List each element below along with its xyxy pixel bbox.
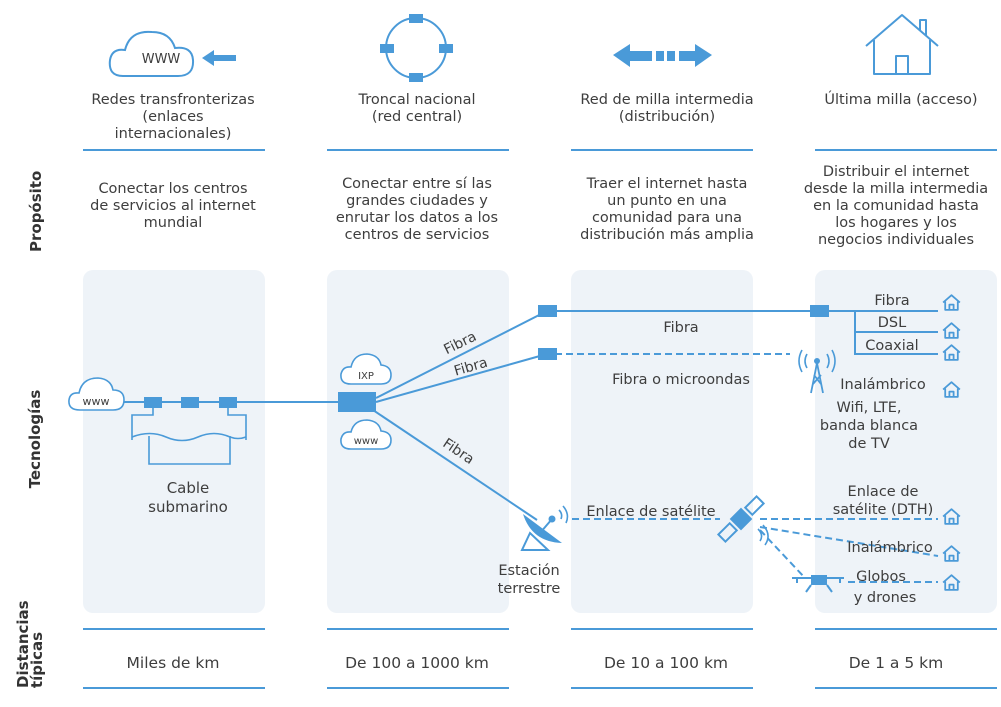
satellite-dish-icon	[520, 505, 569, 551]
lm-wifi-line2: banda blanca	[820, 418, 918, 434]
purpose-3-line1: Traer el internet hasta	[586, 176, 748, 192]
panel-3	[571, 270, 753, 613]
cloud-www-text: www	[83, 395, 110, 408]
distance-1: Miles de km	[126, 654, 220, 672]
purpose-3-line3: comunidad para una	[591, 210, 743, 226]
purpose-4-line4: los hogares y los	[835, 215, 957, 231]
purpose-2-line1: Conectar entre sí las	[342, 176, 492, 192]
purpose-1: Conectar los centros de servicios al int…	[68, 181, 278, 232]
purpose-2: Conectar entre sí las grandes ciudades y…	[312, 176, 522, 244]
column-title-1: Redes transfronterizas (enlaces internac…	[68, 92, 278, 143]
column-title-3-line2: (distribución)	[618, 109, 716, 125]
purpose-4: Distribuir el internet desde la milla in…	[796, 164, 996, 249]
purpose-4-line2: desde la milla intermedia	[803, 181, 989, 197]
last-mile: Fibra DSL Coaxial Inalámbrico Wifi, LTE,…	[759, 293, 961, 606]
lm-fibra-label: Fibra	[874, 293, 909, 309]
ixp-router-icon	[338, 392, 376, 412]
cable-label-line1: Cable	[167, 479, 210, 497]
middle-mile: Fibra Fibra o microondas Estación terres…	[498, 305, 820, 597]
cloud-ixp-icon	[340, 353, 392, 385]
satellite-link-label: Enlace de satélite	[586, 504, 715, 520]
column-title-1-line2: (enlaces	[142, 109, 204, 125]
purpose-4-line3: en la comunidad hasta	[813, 198, 979, 214]
column-title-3-line1: Red de milla intermedia	[580, 92, 754, 108]
column-title-4: Última milla (acceso)	[796, 92, 1001, 109]
satellite-icon	[716, 494, 766, 544]
lm-inalambrico2-label: Inalámbrico	[847, 540, 933, 556]
column-title-2-line2: (red central)	[371, 109, 463, 125]
lm-globos-line2: y drones	[854, 590, 917, 606]
cloud-ixp-text: IXP	[358, 371, 374, 382]
drone-icon	[792, 575, 844, 593]
purpose-4-line5: negocios individuales	[817, 232, 975, 248]
purpose-3: Traer el internet hasta un punto en una …	[552, 176, 782, 244]
column-title-2-line1: Troncal nacional	[358, 92, 476, 108]
arrow-left-icon	[202, 50, 236, 66]
distance-3: De 10 a 100 km	[603, 654, 729, 672]
cable-label-line2: submarino	[148, 498, 228, 516]
purpose-2-line4: centros de servicios	[344, 227, 490, 243]
purpose-1-line3: mundial	[143, 215, 203, 231]
lm-coaxial-label: Coaxial	[865, 338, 918, 354]
lm-globos-line1: Globos	[856, 569, 906, 585]
lm-dth-line2: satélite (DTH)	[833, 502, 934, 518]
lm-wifi-line1: Wifi, LTE,	[836, 400, 901, 416]
purpose-2-line3: enrutar los datos a los	[335, 210, 499, 226]
purpose-1-line1: Conectar los centros	[98, 181, 248, 197]
column-title-4-line1: Última milla (acceso)	[824, 92, 978, 108]
lm-dsl-label: DSL	[878, 315, 906, 331]
lm-wifi-line3: de TV	[848, 436, 890, 452]
column-title-3: Red de milla intermedia (distribución)	[552, 92, 782, 126]
column-title-2: Troncal nacional (red central)	[312, 92, 522, 126]
station-label-line1: Estación	[498, 563, 559, 579]
fibra-micro-label: Fibra o microondas	[612, 372, 750, 388]
radio-tower-icon	[798, 349, 836, 394]
fibra-midmile-label: Fibra	[663, 320, 698, 336]
www-cloud-icon: WWW	[108, 30, 236, 77]
house-icon	[865, 14, 939, 75]
panel-4	[815, 270, 997, 613]
column-title-1-line3: internacionales)	[114, 126, 232, 142]
purpose-3-line2: un punto en una	[607, 193, 727, 209]
cloud-www2-text: www	[354, 436, 379, 447]
purpose-2-line2: grandes ciudades y	[346, 193, 488, 209]
purpose-4-line1: Distribuir el internet	[822, 164, 970, 180]
lm-inalambrico-label: Inalámbrico	[840, 377, 926, 393]
distance-4: De 1 a 5 km	[848, 654, 944, 672]
divider-lines	[83, 149, 997, 689]
cloud-www-icon	[68, 377, 125, 411]
station-label-line2: terrestre	[498, 581, 561, 597]
purpose-1-line2: de servicios al internet	[90, 198, 256, 214]
backbone: IXP www Fibra Fibra Fibra	[338, 310, 548, 521]
www-icon-text: WWW	[142, 52, 181, 67]
lm-dth-line1: Enlace de	[848, 484, 919, 500]
panel-1	[83, 270, 265, 613]
cloud-www2-icon	[340, 419, 392, 450]
panels	[83, 270, 997, 613]
purpose-3-line4: distribución más amplia	[580, 227, 754, 243]
double-arrow-icon	[613, 44, 712, 67]
submarine-cable: www Cable submarino	[68, 377, 340, 516]
column-title-1-line1: Redes transfronterizas	[91, 92, 255, 108]
distance-2: De 100 a 1000 km	[345, 654, 489, 672]
ring-network-icon	[380, 14, 453, 82]
